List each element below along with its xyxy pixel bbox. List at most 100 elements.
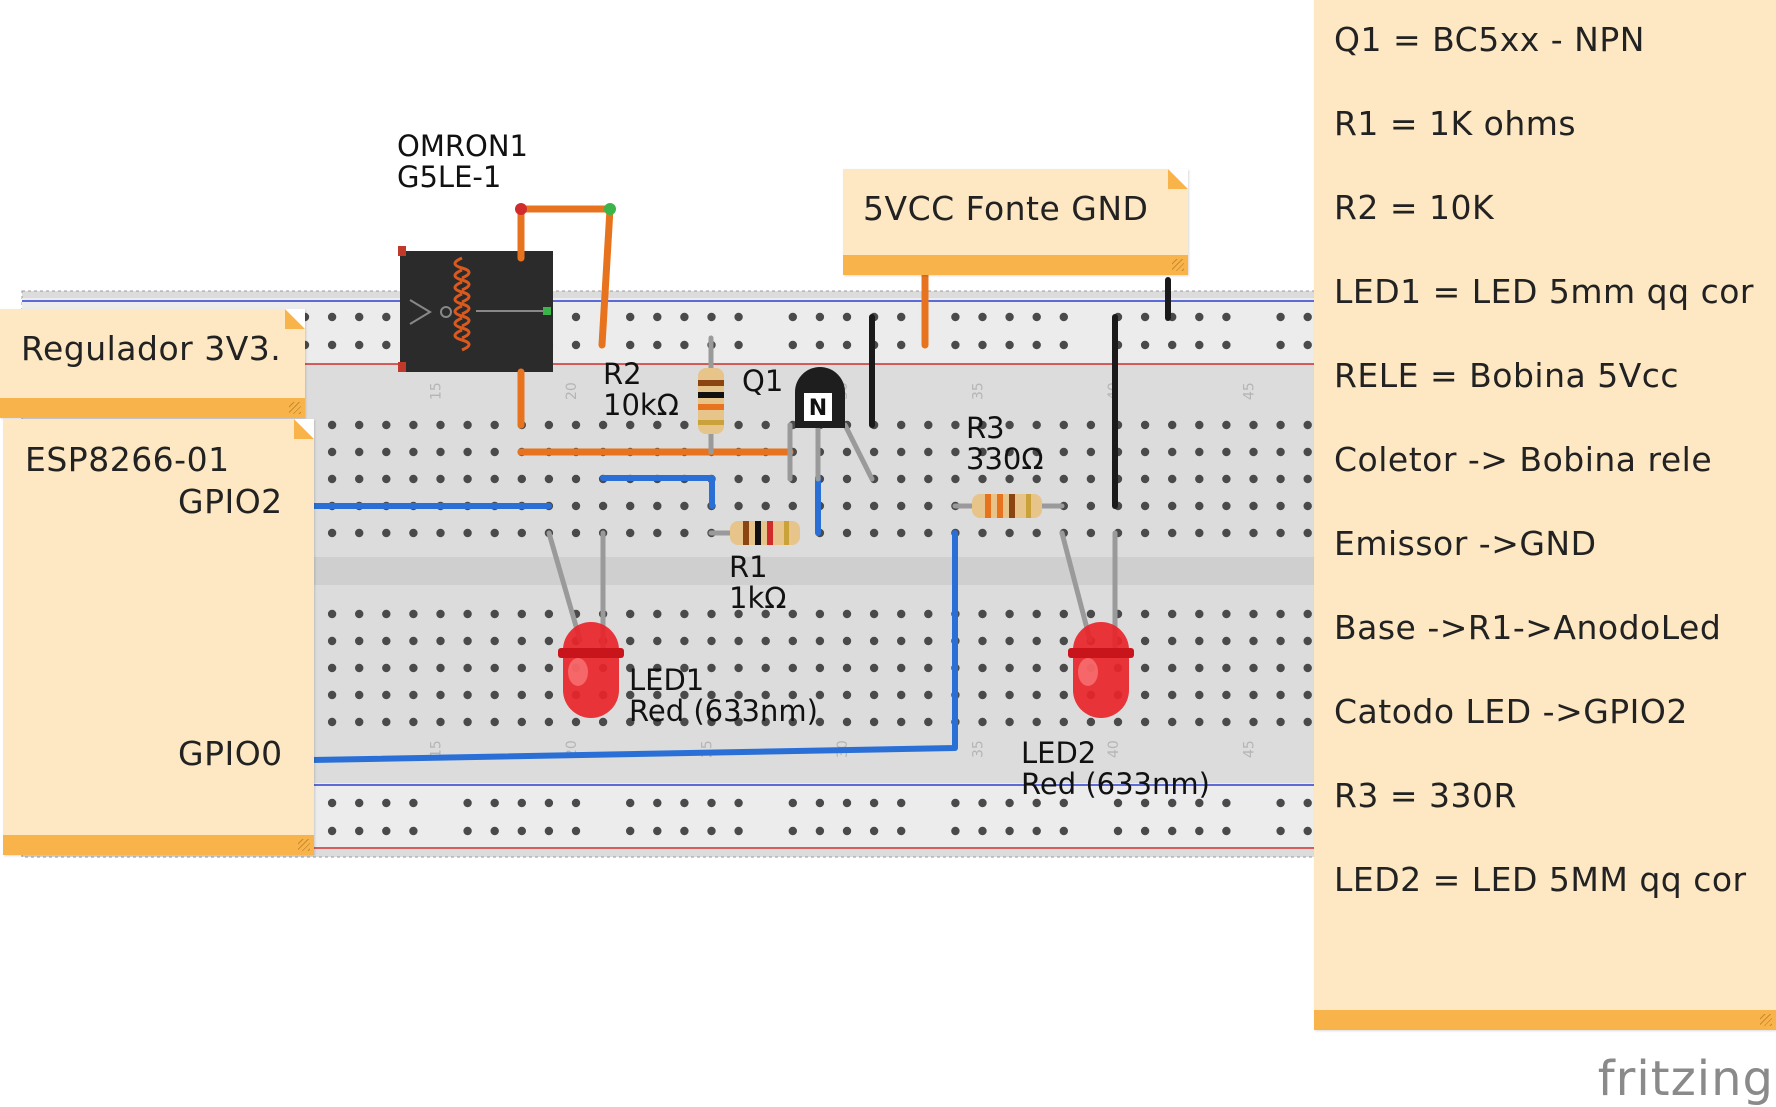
breadboard-hole	[1059, 636, 1069, 646]
breadboard-hole	[897, 663, 906, 673]
breadboard-hole	[1059, 312, 1069, 322]
breadboard-hole	[544, 798, 554, 808]
breadboard-hole	[653, 312, 662, 322]
breadboard-hole	[1086, 420, 1096, 430]
breadboard-hole	[544, 636, 554, 646]
breadboard-hole	[842, 717, 852, 727]
r3-label: R3 330Ω	[966, 412, 1044, 477]
breadboard-hole	[626, 798, 635, 808]
breadboard-hole	[680, 826, 689, 836]
breadboard-hole	[1059, 609, 1069, 619]
breadboard-hole	[355, 636, 364, 646]
breadboard-hole	[1005, 690, 1014, 700]
esp-gpio2-label: GPIO2	[178, 482, 283, 521]
r3-value: 330Ω	[966, 442, 1044, 477]
breadboard-hole	[382, 663, 391, 673]
breadboard-hole	[788, 312, 797, 322]
breadboard-hole	[1168, 474, 1177, 484]
breadboard-hole	[897, 690, 906, 700]
breadboard-hole	[544, 609, 554, 619]
breadboard-hole	[1168, 447, 1177, 457]
breadboard-hole	[1276, 420, 1285, 430]
breadboard-hole	[490, 636, 499, 646]
breadboard-hole	[463, 609, 472, 619]
breadboard-hole	[1303, 340, 1312, 350]
breadboard-hole	[355, 690, 364, 700]
breadboard-hole	[598, 717, 608, 727]
breadboard-hole	[490, 447, 499, 457]
breadboard-hole	[924, 447, 933, 457]
breadboard-hole	[1059, 663, 1069, 673]
relay-model: G5LE-1	[397, 160, 502, 195]
breadboard-hole	[653, 798, 662, 808]
breadboard-hole	[1005, 636, 1014, 646]
breadboard-hole	[409, 609, 418, 619]
resize-grip-icon[interactable]	[298, 839, 310, 851]
breadboard-hole	[1276, 690, 1285, 700]
breadboard-hole	[544, 474, 554, 484]
breadboard-hole	[869, 609, 879, 619]
breadboard-hole	[571, 340, 581, 350]
breadboard-hole	[815, 717, 825, 727]
breadboard-hole	[815, 798, 825, 808]
breadboard-hole	[707, 663, 716, 673]
breadboard-hole	[951, 312, 960, 322]
orange-wires	[517, 205, 929, 456]
breadboard-hole	[1005, 340, 1014, 350]
black-wires	[869, 277, 1171, 509]
breadboard-hole	[1249, 501, 1258, 511]
component-info-note[interactable]: Q1 = BC5xx - NPN R1 = 1K ohms R2 = 10K L…	[1314, 0, 1776, 1030]
power-note[interactable]: 5VCC Fonte GND	[843, 169, 1188, 275]
breadboard-hole	[490, 826, 499, 836]
breadboard-hole	[978, 528, 987, 538]
breadboard-hole	[680, 798, 689, 808]
breadboard-hole	[897, 636, 906, 646]
breadboard-hole	[978, 474, 987, 484]
led1-name: LED1	[629, 663, 705, 697]
breadboard-hole	[517, 798, 526, 808]
regulator-note-text: Regulador 3V3.	[21, 329, 282, 368]
resize-grip-icon[interactable]	[1760, 1014, 1772, 1026]
breadboard-hole	[653, 663, 662, 673]
breadboard-hole	[1086, 474, 1096, 484]
breadboard-hole	[517, 609, 526, 619]
breadboard-hole	[327, 474, 337, 484]
breadboard-hole	[680, 663, 689, 673]
breadboard-hole	[1113, 826, 1123, 836]
breadboard-hole	[1276, 826, 1285, 836]
breadboard-hole	[544, 663, 554, 673]
breadboard-hole	[382, 420, 391, 430]
breadboard-hole	[327, 717, 337, 727]
breadboard-hole	[653, 420, 662, 430]
breadboard-hole	[1276, 717, 1285, 727]
breadboard-hole	[1303, 609, 1312, 619]
breadboard-hole	[869, 798, 879, 808]
breadboard-hole	[978, 340, 987, 350]
breadboard-hole	[1059, 340, 1069, 350]
resize-grip-icon[interactable]	[289, 402, 301, 414]
breadboard-hole	[951, 420, 960, 430]
breadboard-hole	[1249, 420, 1258, 430]
breadboard-hole	[707, 798, 716, 808]
breadboard-hole	[1222, 690, 1231, 700]
breadboard-hole	[653, 636, 662, 646]
breadboard-hole	[1222, 798, 1231, 808]
regulator-note[interactable]: Regulador 3V3.	[0, 309, 305, 418]
breadboard-hole	[1140, 663, 1150, 673]
breadboard-hole	[382, 312, 391, 322]
esp-note[interactable]: ESP8266-01 GPIO2 GPIO0	[3, 419, 314, 855]
breadboard-hole	[1222, 420, 1231, 430]
breadboard-hole	[788, 717, 797, 727]
breadboard-hole	[761, 609, 770, 619]
breadboard-hole	[869, 447, 879, 457]
breadboard-hole	[382, 798, 391, 808]
breadboard-hole	[626, 312, 635, 322]
resize-grip-icon[interactable]	[1172, 259, 1184, 271]
breadboard-hole	[653, 717, 662, 727]
breadboard-hole	[1005, 312, 1014, 322]
breadboard-hole	[463, 447, 472, 457]
column-number: 35	[971, 382, 987, 400]
breadboard-hole	[1276, 340, 1285, 350]
breadboard-hole	[815, 826, 825, 836]
breadboard-hole	[571, 717, 581, 727]
